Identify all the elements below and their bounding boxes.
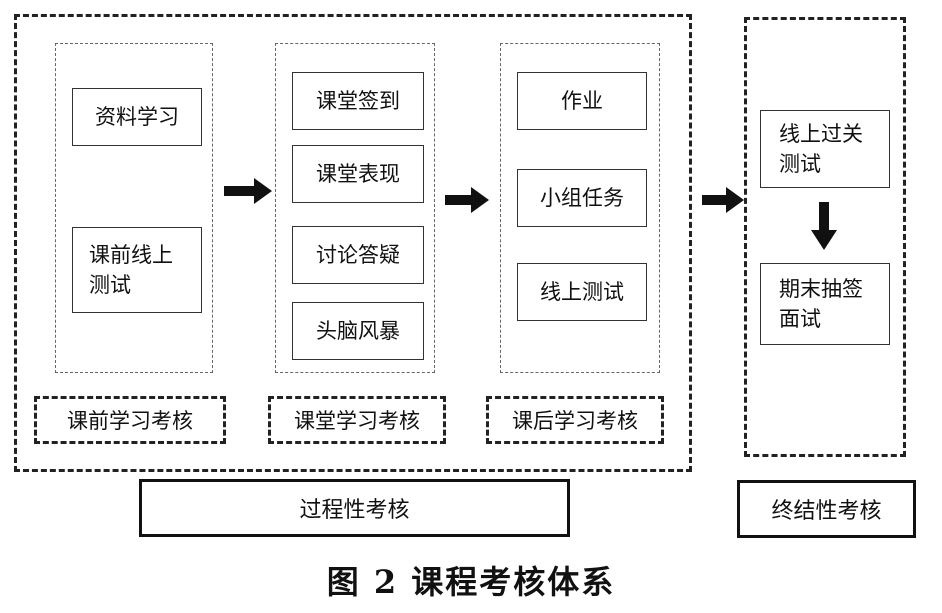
arrow-right-icon: [702, 187, 744, 213]
stage-label-after-class: 课后学习考核: [486, 396, 664, 444]
stage-item-homework: 作业: [517, 72, 647, 130]
final-assessment-label: 终结性考核: [737, 480, 916, 538]
in-class-stage-panel: [275, 43, 435, 373]
stage-item-pre-class-online-test: 课前线上测试: [72, 227, 202, 313]
stage-item-discussion-qa: 讨论答疑: [292, 226, 424, 284]
process-assessment-container: [14, 14, 692, 472]
stage-label-pre-class: 课前学习考核: [34, 396, 226, 444]
stage-item-group-task: 小组任务: [517, 169, 647, 227]
stage-item-class-check-in: 课堂签到: [292, 72, 424, 130]
arrow-down-icon: [811, 202, 837, 250]
arrow-right-icon: [224, 178, 272, 204]
stage-item-material-study: 资料学习: [72, 88, 202, 146]
arrow-right-icon: [445, 187, 489, 213]
stage-item-class-performance: 课堂表现: [292, 145, 424, 203]
pre-class-stage-panel: [55, 43, 213, 373]
final-item-online-pass-test: 线上过关测试: [760, 110, 890, 188]
stage-item-online-test: 线上测试: [517, 263, 647, 321]
after-class-stage-panel: [500, 43, 660, 373]
stage-item-brainstorm: 头脑风暴: [292, 302, 424, 360]
process-assessment-label: 过程性考核: [139, 479, 570, 537]
final-item-oral-exam: 期末抽签面试: [760, 263, 890, 345]
stage-label-in-class: 课堂学习考核: [268, 396, 446, 444]
figure-caption: 图 2 课程考核体系: [326, 563, 616, 601]
final-assessment-container: [744, 17, 906, 457]
